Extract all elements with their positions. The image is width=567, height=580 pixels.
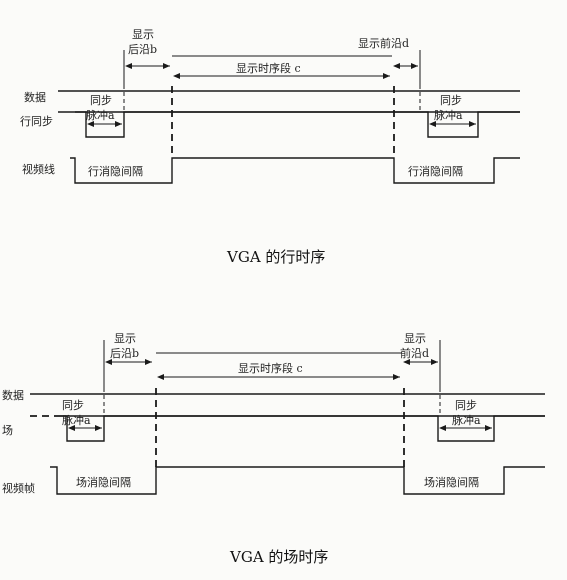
v-sync-waveform bbox=[57, 415, 545, 442]
v-back-porch-label-1: 显示 bbox=[114, 332, 136, 345]
v-caption: VGA 的场时序 bbox=[229, 548, 328, 566]
v-sync-pulse-right-label-2: 脉冲a bbox=[452, 413, 481, 427]
h-front-porch-label: 显示前沿d bbox=[358, 36, 409, 50]
v-row-label-sync: 场 bbox=[2, 423, 13, 437]
h-row-label-sync: 行同步 bbox=[20, 115, 53, 128]
h-video-waveform bbox=[70, 157, 520, 184]
horizontal-timing-diagram: 数据 行同步 视频线 显示 后沿b 显示前沿d 显示时序段 c 同步 脉冲a 同… bbox=[20, 28, 520, 266]
h-display-segment-label: 显示时序段 c bbox=[236, 61, 301, 75]
h-caption: VGA 的行时序 bbox=[226, 248, 325, 266]
v-row-label-video: 视频帧 bbox=[2, 481, 35, 495]
h-blank-right-label: 行消隐间隔 bbox=[408, 164, 463, 178]
vertical-timing-diagram: 数据 场 视频帧 显示 后沿b 显示 前沿d 显示时序段 c 同步 脉冲a 同步… bbox=[2, 332, 545, 566]
v-sync-pulse-left-label-2: 脉冲a bbox=[62, 413, 91, 427]
h-blank-left-label: 行消隐间隔 bbox=[88, 164, 143, 178]
v-blank-left-label: 场消隐间隔 bbox=[76, 475, 131, 489]
h-sync-pulse-right-label-1: 同步 bbox=[440, 94, 462, 107]
h-row-label-video: 视频线 bbox=[22, 162, 55, 176]
h-sync-pulse-left-label-1: 同步 bbox=[90, 94, 112, 107]
v-back-porch-label-2: 后沿b bbox=[110, 347, 139, 360]
h-back-porch-label-2: 后沿b bbox=[128, 43, 157, 56]
h-row-label-data: 数据 bbox=[24, 90, 46, 104]
h-sync-pulse-right-label-2: 脉冲a bbox=[434, 108, 463, 122]
v-front-porch-label-2: 前沿d bbox=[400, 346, 429, 360]
h-back-porch-label-1: 显示 bbox=[132, 28, 154, 41]
v-sync-pulse-left-label-1: 同步 bbox=[62, 399, 84, 412]
v-video-waveform bbox=[50, 466, 545, 495]
v-row-label-data: 数据 bbox=[2, 388, 24, 402]
v-sync-pulse-right-label-1: 同步 bbox=[455, 399, 477, 412]
v-blank-right-label: 场消隐间隔 bbox=[424, 475, 479, 489]
h-sync-pulse-left-label-2: 脉冲a bbox=[86, 108, 115, 122]
v-display-segment-label: 显示时序段 c bbox=[238, 361, 303, 375]
h-sync-waveform bbox=[75, 111, 520, 138]
v-front-porch-label-1: 显示 bbox=[404, 332, 426, 345]
